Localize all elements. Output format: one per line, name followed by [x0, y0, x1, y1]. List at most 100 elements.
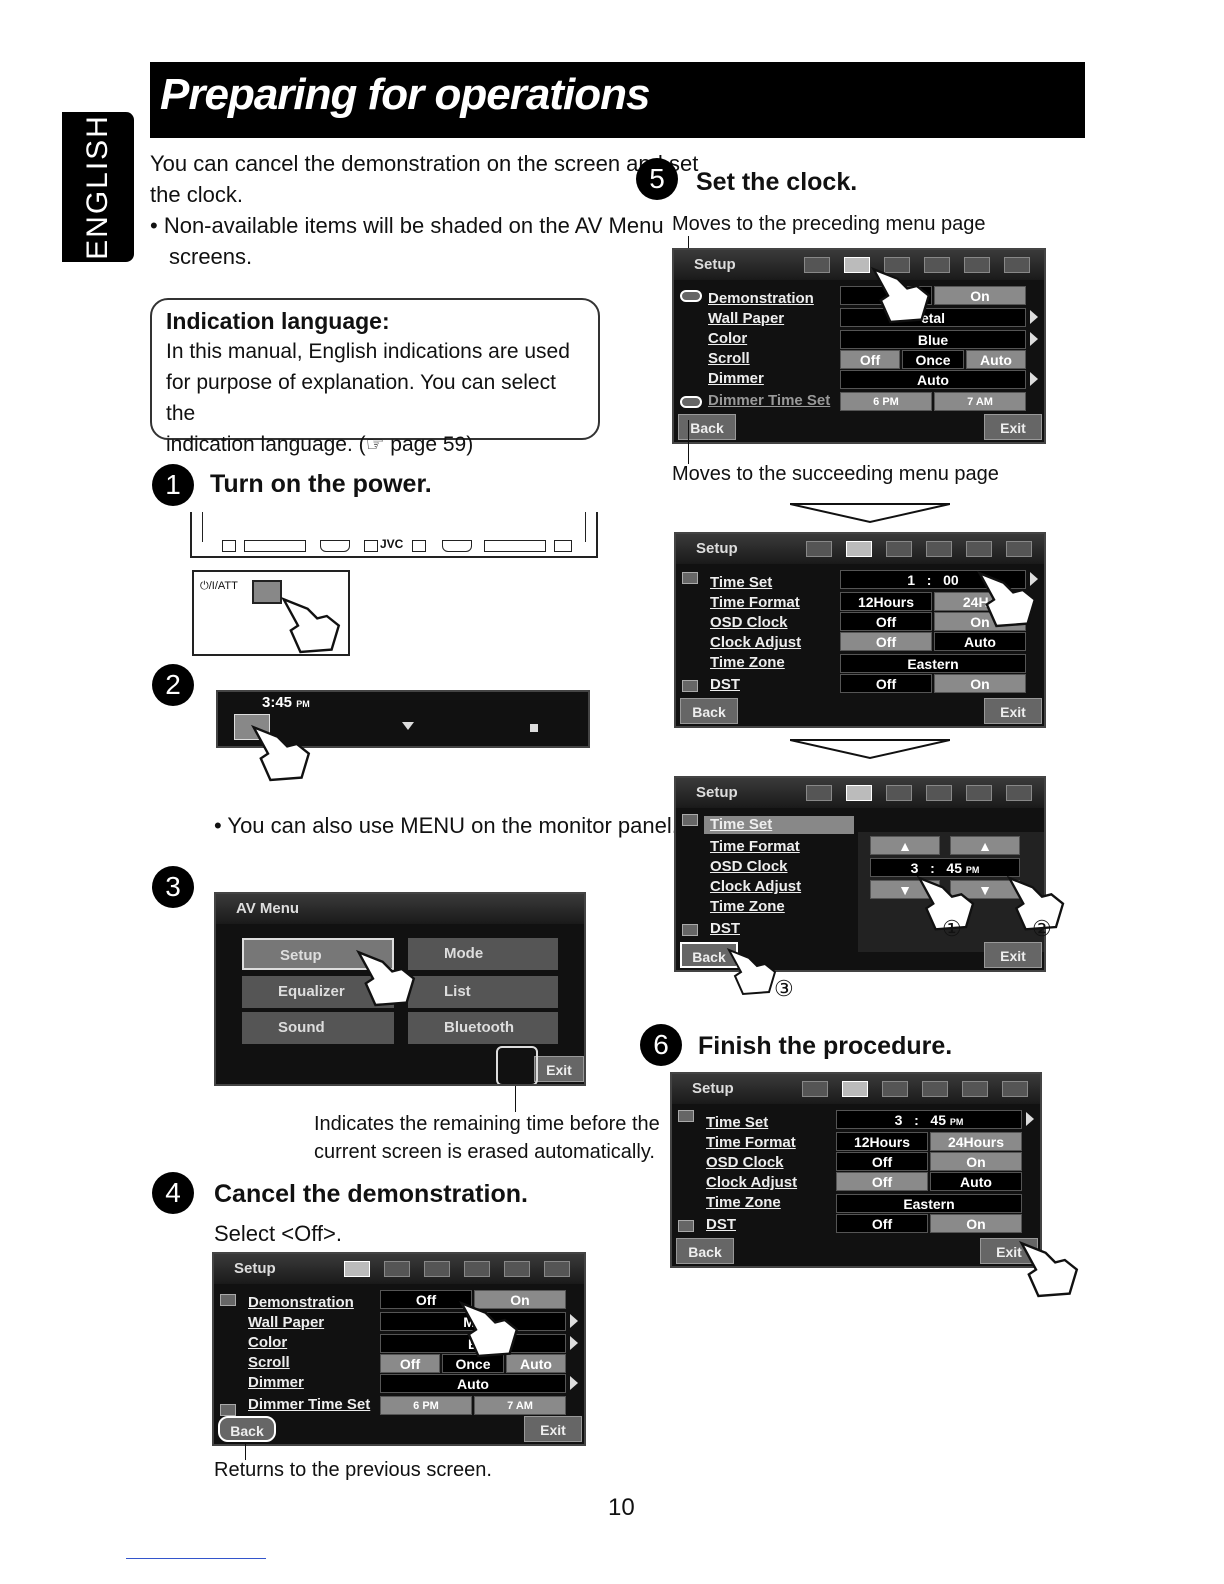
exit-button[interactable]: Exit	[984, 698, 1042, 724]
next-arrow-icon[interactable]	[570, 1314, 578, 1328]
tab-color[interactable]	[424, 1261, 450, 1277]
minute-down-button[interactable]: ▼	[950, 880, 1020, 899]
exit-button[interactable]: Exit	[984, 414, 1042, 440]
format-12h[interactable]: 12Hours	[840, 592, 932, 611]
scroll-off[interactable]: Off	[380, 1354, 440, 1373]
next-arrow-icon[interactable]	[1030, 572, 1038, 586]
format-12h[interactable]: 12Hours	[836, 1132, 928, 1151]
page-down-icon[interactable]	[680, 396, 702, 408]
dst-off[interactable]: Off	[836, 1214, 928, 1233]
next-arrow-icon[interactable]	[1026, 1112, 1034, 1126]
tab-display[interactable]	[806, 541, 832, 557]
av-menu-list[interactable]: List	[408, 976, 558, 1008]
next-arrow-icon[interactable]	[1030, 332, 1038, 346]
next-arrow-icon[interactable]	[570, 1336, 578, 1350]
hour-up-button[interactable]: ▲	[870, 836, 940, 855]
format-24h[interactable]: 24Hours	[930, 1132, 1022, 1151]
time-set-value[interactable]: 3 : 45 PM	[836, 1110, 1022, 1129]
exit-button[interactable]: Exit	[980, 1238, 1038, 1264]
dimmer-value[interactable]: Auto	[840, 370, 1026, 389]
demo-on[interactable]: On	[474, 1290, 566, 1309]
dst-off[interactable]: Off	[840, 674, 932, 693]
av-menu-bluetooth[interactable]: Bluetooth	[408, 1012, 558, 1044]
tab-tools[interactable]	[1004, 257, 1030, 273]
back-button[interactable]: Back	[676, 1238, 734, 1264]
tab-input[interactable]	[504, 1261, 530, 1277]
setup-tabs[interactable]	[344, 1261, 570, 1277]
tab-clock[interactable]	[844, 257, 870, 273]
next-arrow-icon[interactable]	[1030, 372, 1038, 386]
tab-input[interactable]	[962, 1081, 988, 1097]
tab-color[interactable]	[882, 1081, 908, 1097]
tab-clock[interactable]	[384, 1261, 410, 1277]
next-arrow-icon[interactable]	[1030, 310, 1038, 324]
dst-on[interactable]: On	[934, 674, 1026, 693]
color-value[interactable]: Blue	[840, 330, 1026, 349]
tab-audio[interactable]	[924, 257, 950, 273]
tab-tools[interactable]	[1002, 1081, 1028, 1097]
page-up-icon[interactable]	[682, 572, 698, 584]
tab-input[interactable]	[966, 541, 992, 557]
down-arrow-icon[interactable]	[402, 722, 414, 730]
tab-color[interactable]	[884, 257, 910, 273]
tab-audio[interactable]	[922, 1081, 948, 1097]
back-button[interactable]: Back	[218, 1416, 276, 1442]
exit-button[interactable]: Exit	[984, 942, 1042, 968]
back-button[interactable]: Back	[680, 698, 738, 724]
tab-audio[interactable]	[926, 785, 952, 801]
stop-icon[interactable]	[530, 724, 538, 732]
exit-button[interactable]: Exit	[534, 1056, 584, 1082]
setup-tabs[interactable]	[806, 541, 1032, 557]
exit-button[interactable]: Exit	[524, 1416, 582, 1442]
tab-clock[interactable]	[846, 541, 872, 557]
tab-audio[interactable]	[926, 541, 952, 557]
tab-tools[interactable]	[1006, 785, 1032, 801]
page-up-icon[interactable]	[680, 290, 702, 302]
tab-display[interactable]	[802, 1081, 828, 1097]
tab-display[interactable]	[806, 785, 832, 801]
scroll-off[interactable]: Off	[840, 350, 900, 369]
osd-off[interactable]: Off	[836, 1152, 928, 1171]
page-down-icon[interactable]	[678, 1220, 694, 1232]
adjust-auto[interactable]: Auto	[930, 1172, 1022, 1191]
dimmer-value[interactable]: Auto	[380, 1374, 566, 1393]
next-arrow-icon[interactable]	[570, 1376, 578, 1390]
scroll-once[interactable]: Once	[442, 1354, 504, 1373]
tab-display[interactable]	[344, 1261, 370, 1277]
osd-off[interactable]: Off	[840, 612, 932, 631]
setup-tabs[interactable]	[802, 1081, 1028, 1097]
tab-display[interactable]	[804, 257, 830, 273]
page-up-icon[interactable]	[682, 814, 698, 826]
power-button[interactable]	[252, 580, 282, 604]
back-button[interactable]: Back	[678, 414, 736, 440]
tab-input[interactable]	[966, 785, 992, 801]
av-menu-mode[interactable]: Mode	[408, 938, 558, 970]
page-down-icon[interactable]	[682, 680, 698, 692]
tab-color[interactable]	[886, 541, 912, 557]
tab-audio[interactable]	[464, 1261, 490, 1277]
adjust-auto[interactable]: Auto	[934, 632, 1026, 651]
adjust-off[interactable]: Off	[840, 632, 932, 651]
zone-value[interactable]: Eastern	[840, 654, 1026, 673]
scroll-auto[interactable]: Auto	[506, 1354, 566, 1373]
page-down-icon[interactable]	[682, 924, 698, 936]
demo-on[interactable]: On	[934, 286, 1026, 305]
tab-input[interactable]	[964, 257, 990, 273]
setup-tabs[interactable]	[804, 257, 1030, 273]
tab-clock[interactable]	[842, 1081, 868, 1097]
dst-on[interactable]: On	[930, 1214, 1022, 1233]
page-down-icon[interactable]	[220, 1404, 236, 1416]
scroll-once[interactable]: Once	[902, 350, 964, 369]
tab-tools[interactable]	[544, 1261, 570, 1277]
minute-up-button[interactable]: ▲	[950, 836, 1020, 855]
osd-on[interactable]: On	[930, 1152, 1022, 1171]
scroll-auto[interactable]: Auto	[966, 350, 1026, 369]
av-menu-sound[interactable]: Sound	[242, 1012, 394, 1044]
adjust-off[interactable]: Off	[836, 1172, 928, 1191]
page-up-icon[interactable]	[220, 1294, 236, 1306]
tab-clock[interactable]	[846, 785, 872, 801]
page-up-icon[interactable]	[678, 1110, 694, 1122]
demo-off[interactable]: Off	[380, 1290, 472, 1309]
setup-tabs[interactable]	[806, 785, 1032, 801]
zone-value[interactable]: Eastern	[836, 1194, 1022, 1213]
